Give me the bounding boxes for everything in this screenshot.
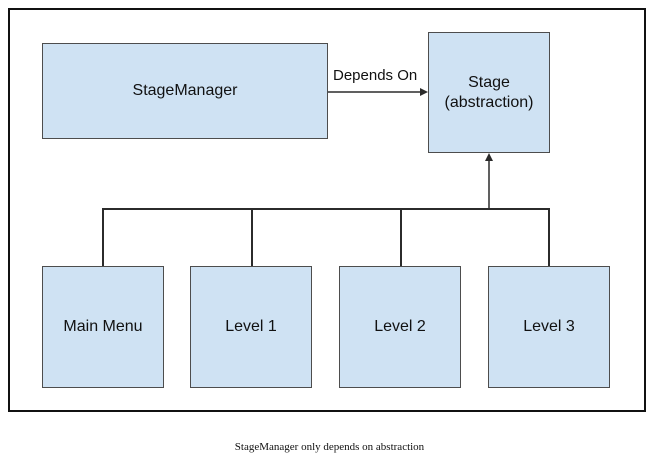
main-menu-label: Main Menu (63, 318, 143, 335)
stage-manager-node: StageManager (42, 43, 328, 139)
stage-node: Stage (abstraction) (428, 32, 550, 153)
level-2-connector (400, 208, 402, 266)
tree-horizontal-line (102, 208, 549, 210)
main-menu-node: Main Menu (42, 266, 164, 388)
level-1-connector (251, 208, 253, 266)
stage-label: Stage (abstraction) (444, 73, 534, 111)
level-1-label: Level 1 (225, 318, 277, 335)
main-menu-connector (102, 208, 104, 266)
depends-on-arrow (328, 88, 428, 96)
stage-manager-label: StageManager (132, 82, 238, 99)
depends-on-label: Depends On (333, 67, 418, 84)
level-3-label: Level 3 (523, 318, 575, 335)
level-3-node: Level 3 (488, 266, 610, 388)
level-2-label: Level 2 (374, 318, 426, 335)
inherits-arrow (485, 153, 493, 208)
level-3-connector (548, 208, 550, 266)
level-2-node: Level 2 (339, 266, 461, 388)
figure-caption: StageManager only depends on abstraction (234, 441, 425, 453)
level-1-node: Level 1 (190, 266, 312, 388)
